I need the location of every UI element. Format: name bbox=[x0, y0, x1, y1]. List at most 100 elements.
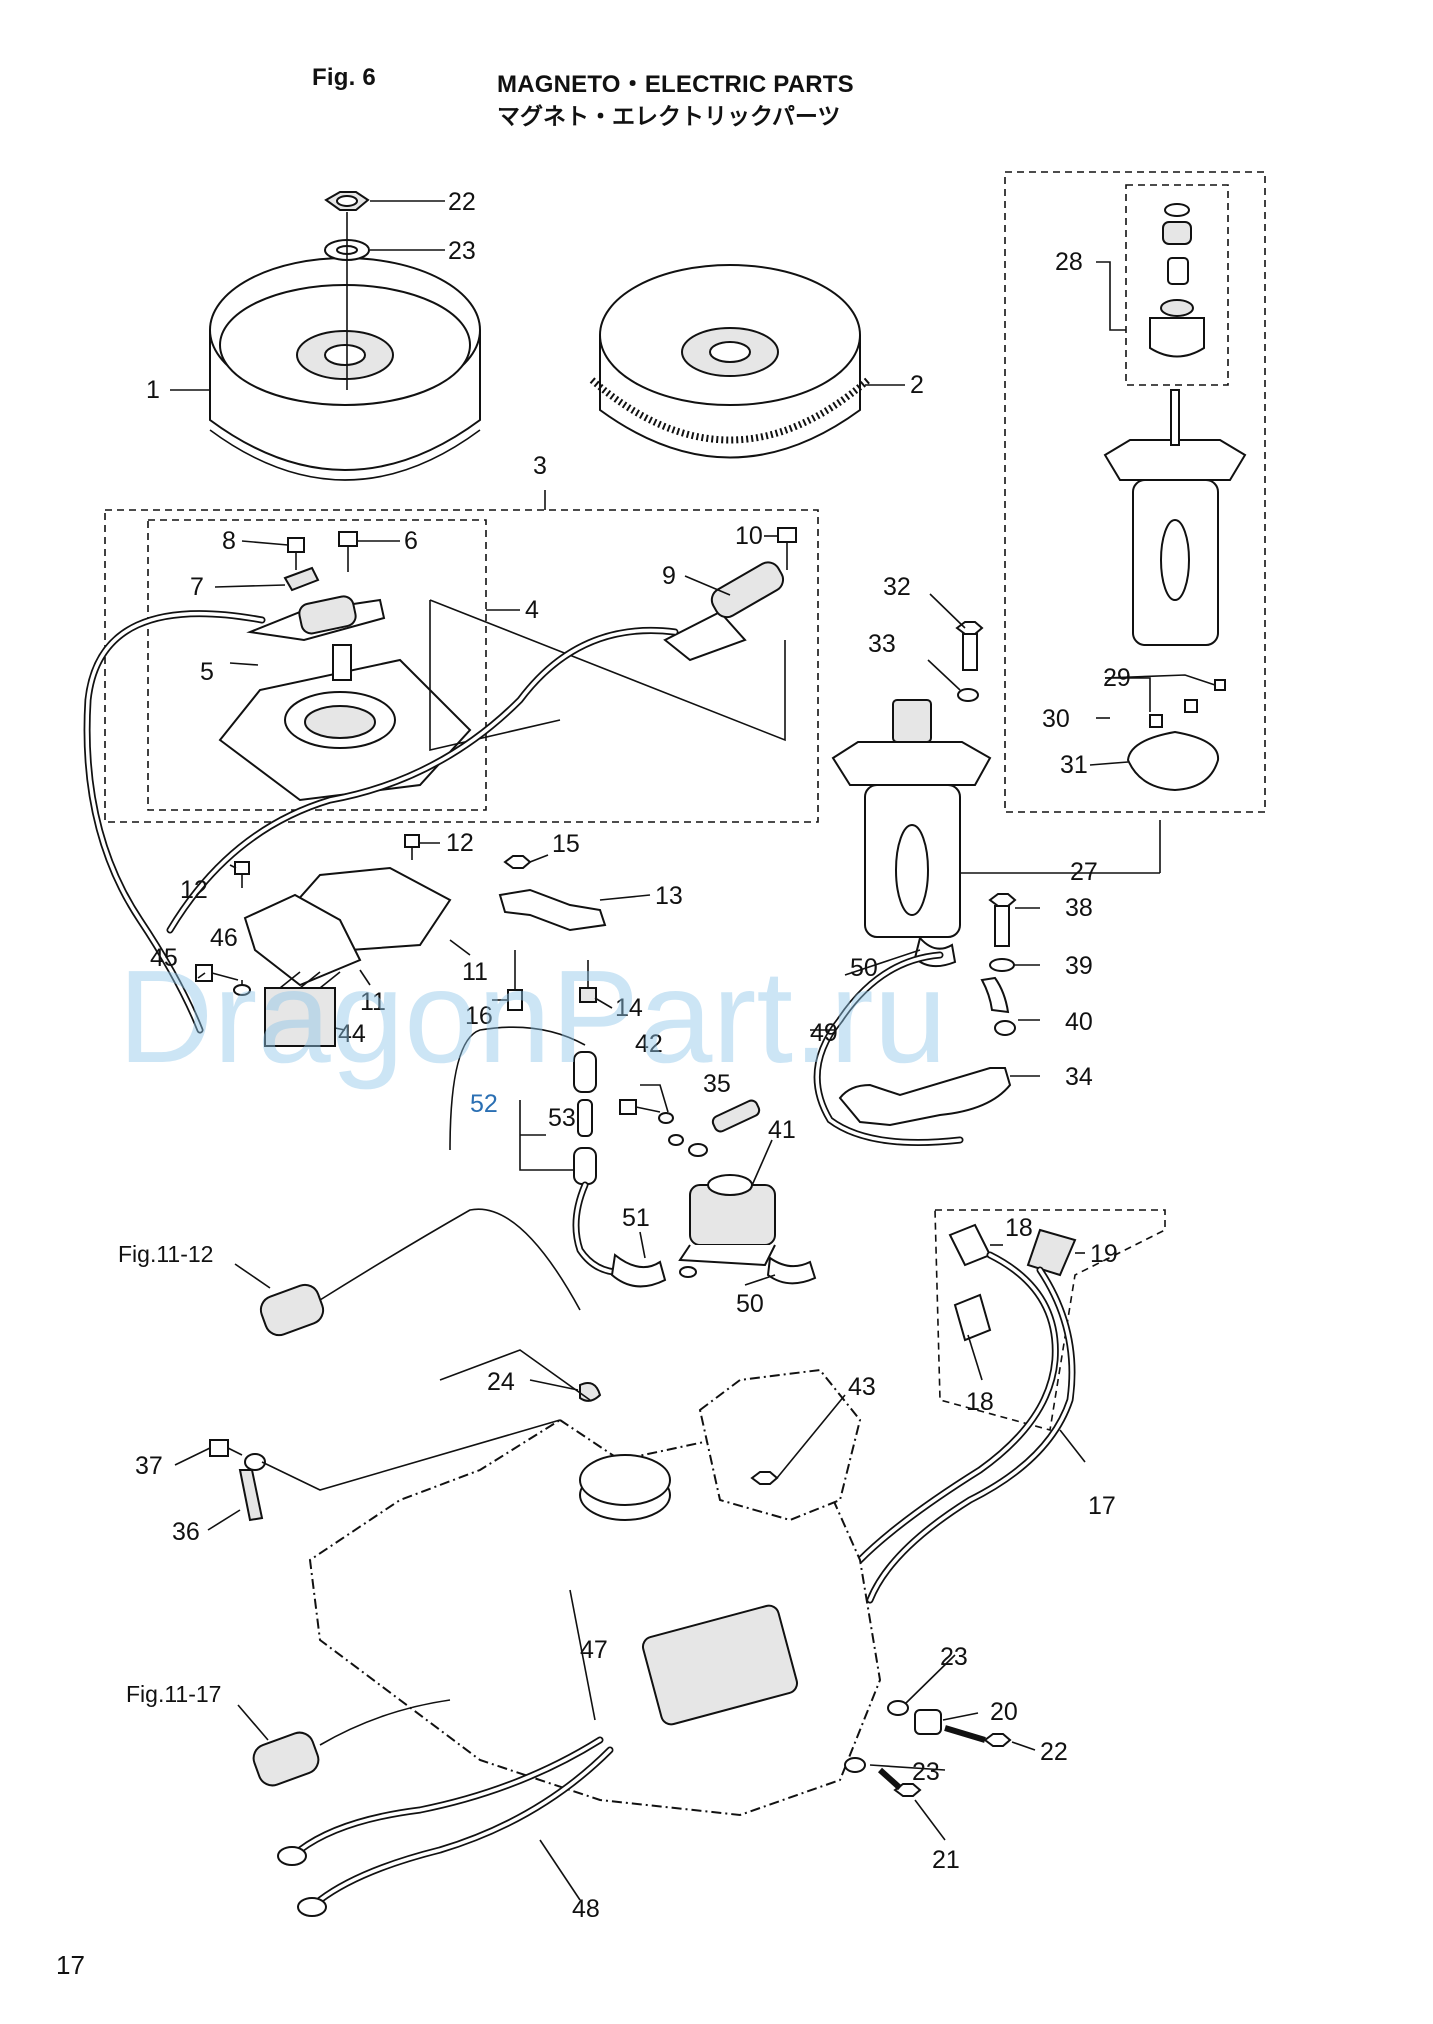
callout-12b: 12 bbox=[446, 829, 474, 857]
screw-part-6[interactable] bbox=[338, 531, 358, 572]
callout-13: 13 bbox=[655, 882, 683, 910]
leader-lines bbox=[170, 200, 1216, 1901]
figure-title: MAGNETO・ELECTRIC PARTS bbox=[497, 71, 854, 98]
base-assembly-outline bbox=[147, 519, 487, 811]
callout-39: 39 bbox=[1065, 952, 1093, 980]
callout-1: 1 bbox=[146, 376, 160, 404]
callout-53: 53 bbox=[548, 1104, 576, 1132]
callout-47: 47 bbox=[580, 1636, 608, 1664]
bolt-part-22[interactable] bbox=[944, 1725, 1012, 1747]
starter-relay-part-41[interactable] bbox=[678, 1174, 776, 1267]
terminal-cover-part-35[interactable] bbox=[688, 1099, 761, 1157]
plug-cap-part-19[interactable] bbox=[1026, 1228, 1077, 1277]
pinion-set-part-28[interactable] bbox=[1149, 203, 1205, 358]
clamp-part-51[interactable] bbox=[610, 1253, 697, 1288]
callout-31: 31 bbox=[1060, 751, 1088, 779]
callout-8: 8 bbox=[222, 527, 236, 555]
watermark: DragonPart.ru bbox=[118, 943, 947, 1090]
bolt-part-37[interactable] bbox=[209, 1439, 243, 1457]
fuse-holder-part-52[interactable] bbox=[573, 1051, 597, 1185]
reference-fig-11-12: Fig.11-12 bbox=[118, 1241, 213, 1267]
washer-part-23[interactable] bbox=[844, 1700, 909, 1773]
spacer-part-20[interactable] bbox=[914, 1709, 942, 1735]
bolt-part-38[interactable] bbox=[988, 893, 1017, 947]
callout-40: 40 bbox=[1065, 1008, 1093, 1036]
pulser-coil-part-9[interactable] bbox=[663, 558, 787, 662]
callout-11a: 11 bbox=[462, 958, 488, 986]
battery-cable-part-49[interactable] bbox=[813, 951, 964, 1146]
callout-12a: 12 bbox=[180, 876, 208, 904]
key-part-24[interactable] bbox=[579, 1382, 602, 1402]
switch-fig-11-12[interactable] bbox=[257, 1281, 327, 1339]
pinion-set-outline bbox=[1125, 184, 1229, 386]
plate-part-7[interactable] bbox=[283, 566, 320, 592]
page-number: 17 bbox=[56, 1950, 85, 1980]
callout-7: 7 bbox=[190, 573, 204, 601]
plug-cap-part-18[interactable] bbox=[948, 1223, 992, 1342]
grommet-part-40[interactable] bbox=[980, 976, 1016, 1036]
starter-motor-part-27[interactable] bbox=[831, 699, 992, 938]
brush-part-30[interactable] bbox=[1149, 699, 1198, 728]
ignition-lead-outline bbox=[934, 1209, 1166, 1432]
callout-37: 37 bbox=[135, 1452, 163, 1480]
callout-28: 28 bbox=[1055, 248, 1083, 276]
callout-18a: 18 bbox=[1005, 1214, 1033, 1242]
callout-29: 29 bbox=[1103, 664, 1131, 692]
bolt-part-32[interactable] bbox=[955, 621, 984, 671]
callout-19: 19 bbox=[1090, 1240, 1118, 1268]
washer-part-33[interactable] bbox=[957, 688, 979, 702]
cdi-unit-part-44[interactable] bbox=[264, 971, 341, 1047]
screw-part-12[interactable] bbox=[234, 834, 420, 888]
flywheel-part-2[interactable] bbox=[589, 264, 871, 459]
flywheel-part-1[interactable] bbox=[209, 257, 481, 481]
callout-26: 23 bbox=[448, 237, 476, 265]
callout-3: 3 bbox=[533, 452, 547, 480]
charge-coil-part-5[interactable] bbox=[246, 595, 386, 642]
stator-base-plate[interactable] bbox=[218, 644, 472, 802]
callout-27: 27 bbox=[1070, 858, 1098, 886]
bolt-part-21[interactable] bbox=[877, 1767, 922, 1797]
callout-41: 41 bbox=[768, 1116, 796, 1144]
callout-20: 20 bbox=[990, 1698, 1018, 1726]
callout-23b-label: 23 bbox=[912, 1758, 940, 1786]
bolt-part-42[interactable] bbox=[619, 1099, 684, 1146]
starter-motor-upper[interactable] bbox=[1103, 389, 1247, 646]
callout-22-label: 22 bbox=[1040, 1738, 1068, 1766]
callout-44: 44 bbox=[338, 1020, 366, 1048]
bolt-part-16[interactable] bbox=[507, 950, 523, 1011]
callout-45: 45 bbox=[150, 944, 178, 972]
callout-50b: 50 bbox=[736, 1290, 764, 1318]
washer-part-39[interactable] bbox=[989, 958, 1015, 972]
callout-24: 24 bbox=[487, 1368, 515, 1396]
screw-part-8[interactable] bbox=[287, 537, 305, 570]
callout-25: 22 bbox=[448, 188, 476, 216]
screw-part-10[interactable] bbox=[777, 527, 797, 570]
starter-parts-outline bbox=[1004, 171, 1266, 813]
callout-16: 16 bbox=[465, 1002, 493, 1030]
screw-part-14[interactable] bbox=[579, 960, 597, 1003]
clip-part-36[interactable] bbox=[238, 1453, 266, 1522]
callout-49: 49 bbox=[810, 1019, 838, 1047]
callout-34: 34 bbox=[1065, 1063, 1093, 1091]
bracket-part-34[interactable] bbox=[838, 1067, 1012, 1127]
stator-assembly-outline bbox=[104, 509, 819, 823]
switch-fig-11-17[interactable] bbox=[250, 1729, 323, 1790]
callout-10: 10 bbox=[735, 522, 763, 550]
brush-holder-part-31[interactable] bbox=[1126, 730, 1220, 792]
callout-42: 42 bbox=[635, 1030, 663, 1058]
nut-part-25[interactable] bbox=[324, 191, 370, 211]
power-head-block bbox=[308, 1368, 882, 1817]
callout-6: 6 bbox=[404, 527, 418, 555]
bracket-part-11[interactable] bbox=[243, 866, 452, 987]
fuse-part-53[interactable] bbox=[577, 1099, 593, 1137]
ignition-coil-part-47[interactable] bbox=[641, 1603, 800, 1726]
nut-part-15[interactable] bbox=[503, 855, 532, 869]
callout-17: 17 bbox=[1088, 1492, 1116, 1520]
callout-43: 43 bbox=[848, 1373, 876, 1401]
callout-5: 5 bbox=[200, 658, 214, 686]
callout-35: 35 bbox=[703, 1070, 731, 1098]
ground-cable-part-48[interactable] bbox=[277, 1736, 614, 1917]
link-plate-part-13[interactable] bbox=[498, 888, 607, 932]
spring-part-29[interactable] bbox=[1214, 679, 1226, 691]
